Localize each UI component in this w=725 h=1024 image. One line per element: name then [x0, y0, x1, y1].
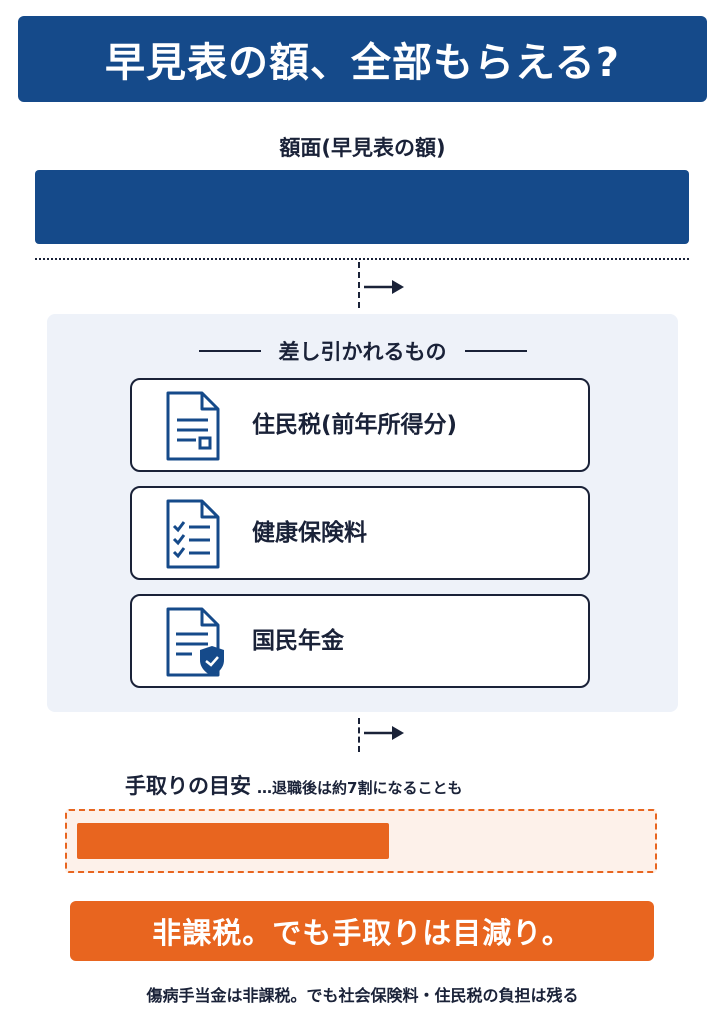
callout-text: 非課税。でも手取りは目減り。: [152, 916, 572, 950]
deduction-item-health-insurance: 健康保険料: [130, 486, 590, 580]
document-icon: [166, 391, 220, 461]
deduction-item-resident-tax: 住民税(前年所得分): [130, 378, 590, 472]
deductions-panel: 差し引かれるもの 住民税(前年所得分) 健康保険料: [47, 314, 678, 712]
connector-line-top: [358, 262, 360, 308]
net-amount-label: 手取りの目安 …退職後は約7割になることも: [125, 770, 462, 800]
page-title: 早見表の額、全部もらえる?: [104, 40, 620, 86]
divider-line: [35, 258, 689, 260]
deduction-item-label: 住民税(前年所得分): [252, 412, 458, 438]
arrow-right-icon: [364, 726, 404, 740]
header-banner: 早見表の額、全部もらえる?: [18, 16, 707, 102]
deductions-heading: 差し引かれるもの: [47, 336, 678, 366]
net-amount-note: …退職後は約7割になることも: [257, 779, 463, 797]
deduction-item-national-pension: 国民年金: [130, 594, 590, 688]
arrow-right-icon: [364, 280, 404, 294]
callout-banner: 非課税。でも手取りは目減り。: [70, 901, 654, 961]
deductions-heading-text: 差し引かれるもの: [278, 340, 447, 364]
net-amount-title: 手取りの目安: [125, 774, 251, 798]
net-amount-fill: [77, 823, 389, 859]
checklist-document-icon: [166, 499, 220, 569]
net-amount-track: [65, 809, 657, 873]
deduction-item-label: 国民年金: [252, 628, 344, 654]
footnote: 傷病手当金は非課税。でも社会保険料・住民税の負担は残る: [146, 986, 579, 1005]
connector-line-bottom: [358, 718, 360, 752]
deduction-item-label: 健康保険料: [252, 520, 367, 546]
gross-amount-label: 額面(早見表の額): [279, 136, 446, 160]
heading-rule-right: [464, 350, 527, 352]
heading-rule-left: [198, 350, 261, 352]
shield-document-icon: [166, 607, 224, 677]
gross-amount-bar: [35, 170, 689, 244]
